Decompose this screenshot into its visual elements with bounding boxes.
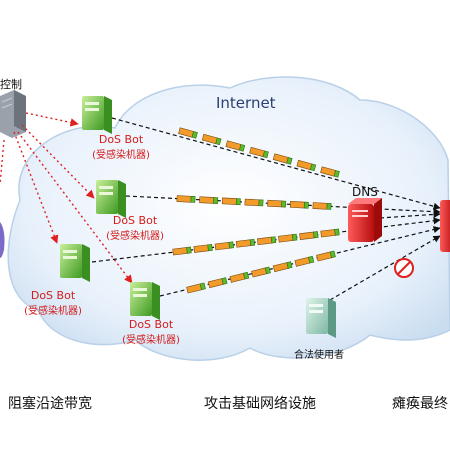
bottom-label-final: 瘫痪最终: [392, 396, 448, 412]
packet: [267, 199, 287, 208]
packet: [193, 244, 213, 253]
bot-1-sub: (受感染机器): [92, 150, 150, 161]
packet: [178, 127, 198, 139]
packet: [225, 140, 246, 152]
packet: [316, 250, 336, 262]
packet: [186, 282, 206, 294]
bottom-label-bandwidth: 阻塞沿途带宽: [8, 396, 92, 412]
packet: [320, 228, 340, 238]
bot-4-name: DoS Bot: [128, 318, 174, 331]
packet: [299, 231, 319, 240]
packet-stream-1: [178, 127, 340, 178]
control-server-icon: [0, 90, 26, 138]
packet-stream-4: [186, 250, 336, 294]
internet-label: Internet: [216, 94, 276, 112]
attacker-device-icon: [0, 222, 5, 258]
control-lines: [0, 112, 133, 284]
packet-stream-3: [172, 228, 340, 256]
packet: [199, 196, 219, 204]
control-label: 控制: [0, 78, 22, 91]
dos-bot-3-icon: [60, 244, 90, 282]
dns-label: DNS: [352, 185, 378, 199]
bot-1-name: DoS Bot: [98, 133, 144, 146]
packet: [201, 133, 222, 146]
dos-bot-1-icon: [82, 96, 112, 134]
legitimate-user-icon: [306, 298, 336, 338]
packet: [289, 201, 309, 209]
packet: [244, 198, 264, 207]
target-server-icon: [440, 200, 450, 252]
packet: [320, 166, 340, 178]
bot-2-sub: (受感染机器): [106, 231, 164, 242]
blocked-icon: [394, 258, 414, 278]
packet: [312, 202, 332, 210]
packet: [176, 195, 196, 203]
packet: [256, 236, 277, 246]
packet: [229, 271, 250, 283]
packet: [207, 277, 228, 289]
bot-3-name: DoS Bot: [30, 289, 76, 302]
dns-server-icon: [348, 198, 382, 242]
packet: [249, 146, 269, 159]
packet: [235, 238, 256, 248]
packet-stream-2: [176, 195, 332, 210]
packet: [172, 246, 192, 256]
packet: [296, 159, 317, 172]
packet: [278, 233, 298, 243]
packet: [272, 261, 293, 273]
dos-bot-2-icon: [96, 180, 126, 218]
packet: [294, 255, 315, 267]
dos-bot-4-icon: [130, 282, 160, 320]
bot-3-sub: (受感染机器): [24, 306, 82, 317]
packet: [251, 266, 271, 278]
bottom-label-infrastructure: 攻击基础网络设施: [204, 396, 316, 412]
internet-cloud: [7, 76, 450, 361]
bot-2-name: DoS Bot: [112, 214, 158, 227]
packet: [214, 241, 234, 251]
bot-4-sub: (受感染机器): [122, 335, 180, 346]
packet: [221, 197, 241, 206]
packet: [272, 153, 293, 165]
legitimate-user-label: 合法使用者: [294, 350, 344, 361]
